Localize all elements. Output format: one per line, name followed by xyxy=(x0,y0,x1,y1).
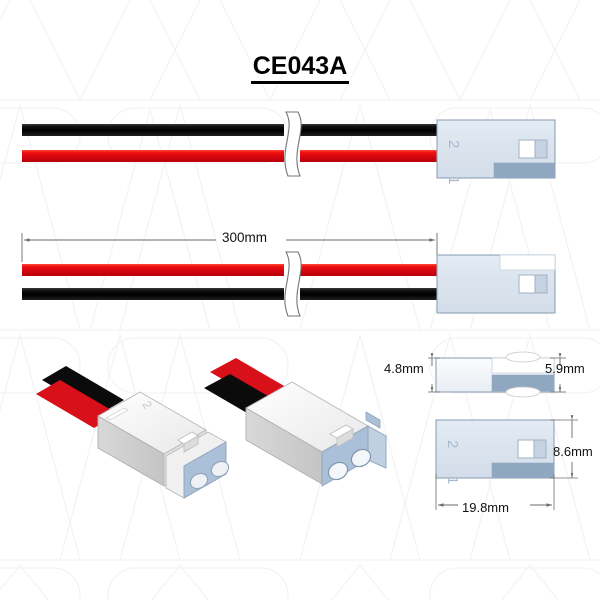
assembly-dimensioned-view xyxy=(21,233,556,317)
connector-dimensioned-view xyxy=(436,254,556,314)
wire-black xyxy=(22,124,284,136)
wire-red xyxy=(22,264,284,276)
wire-black xyxy=(22,288,284,300)
wire-black xyxy=(300,124,440,136)
dimension-label-side-right-height: 5.9mm xyxy=(545,361,585,376)
pin-label-1: 1 xyxy=(444,476,461,484)
pin-label-2: 2 xyxy=(444,440,461,448)
dimension-label-length: 300mm xyxy=(222,230,268,245)
dimension-label-front-height: 8.6mm xyxy=(553,444,593,459)
connector-top-view: 2 1 xyxy=(436,119,556,184)
wire-red xyxy=(22,150,284,162)
wire-black xyxy=(42,366,124,414)
wire-red xyxy=(300,150,440,162)
isometric-left-connector: 2 xyxy=(36,366,230,499)
wire-black xyxy=(300,288,440,300)
detail-side-view xyxy=(428,351,566,398)
page-title-text: CE043A xyxy=(250,53,350,84)
isometric-right-connector xyxy=(204,358,387,487)
wire-red xyxy=(300,264,440,276)
pin-label-1: 1 xyxy=(445,176,462,184)
break-symbol xyxy=(284,251,302,317)
detail-front-view: 2 1 xyxy=(435,415,578,510)
page-title: CE043A xyxy=(0,52,600,84)
break-symbol xyxy=(284,111,302,177)
dimension-label-front-width: 19.8mm xyxy=(462,500,509,515)
dimension-label-side-left-height: 4.8mm xyxy=(384,361,424,376)
assembly-top-view: 2 1 xyxy=(22,111,556,184)
pin-label-2: 2 xyxy=(445,140,462,148)
